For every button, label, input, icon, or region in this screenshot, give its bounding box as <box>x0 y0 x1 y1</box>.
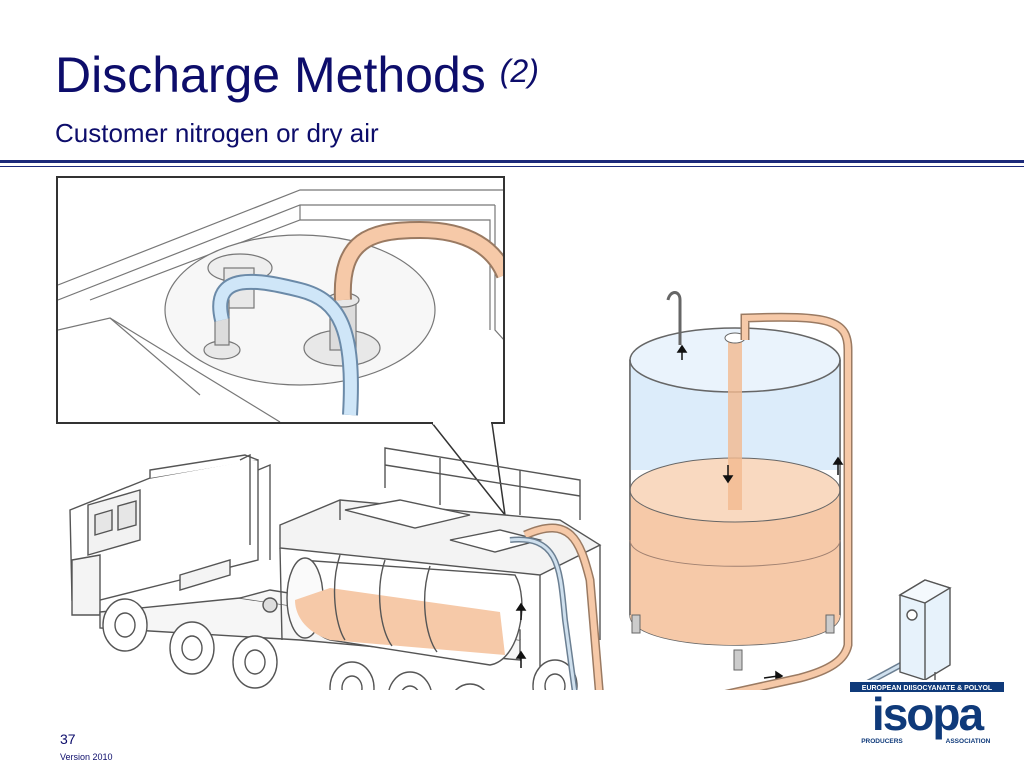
title-text: Discharge Methods <box>55 47 486 103</box>
header-rule-thick <box>0 160 1024 163</box>
truck-cab <box>69 453 271 616</box>
nitrogen-control-box <box>898 579 952 690</box>
gas-hose <box>509 536 912 690</box>
logo-producers: PRODUCERS <box>861 738 903 745</box>
logo-top-text: EUROPEAN DIISOCYANATE & POLYOL <box>862 685 993 692</box>
inset-detail <box>56 176 505 424</box>
header-rule-thin <box>0 166 1024 167</box>
discharge-illustration <box>56 176 952 690</box>
callout-pointer <box>430 422 507 518</box>
iso-tank-container <box>262 447 602 668</box>
logo-brand: isopa <box>872 688 985 740</box>
version-label: Version 2010 <box>60 752 113 762</box>
slide-title: Discharge Methods (2) <box>55 50 539 100</box>
isopa-logo: EUROPEAN DIISOCYANATE & POLYOL isopa PRO… <box>848 680 1006 746</box>
page-number: 37 <box>60 731 76 747</box>
title-number: (2) <box>499 53 539 89</box>
truck-wheels <box>102 598 578 690</box>
storage-tank <box>515 291 844 682</box>
slide-subtitle: Customer nitrogen or dry air <box>55 118 379 148</box>
product-hose <box>523 312 853 690</box>
logo-association: ASSOCIATION <box>946 738 991 745</box>
